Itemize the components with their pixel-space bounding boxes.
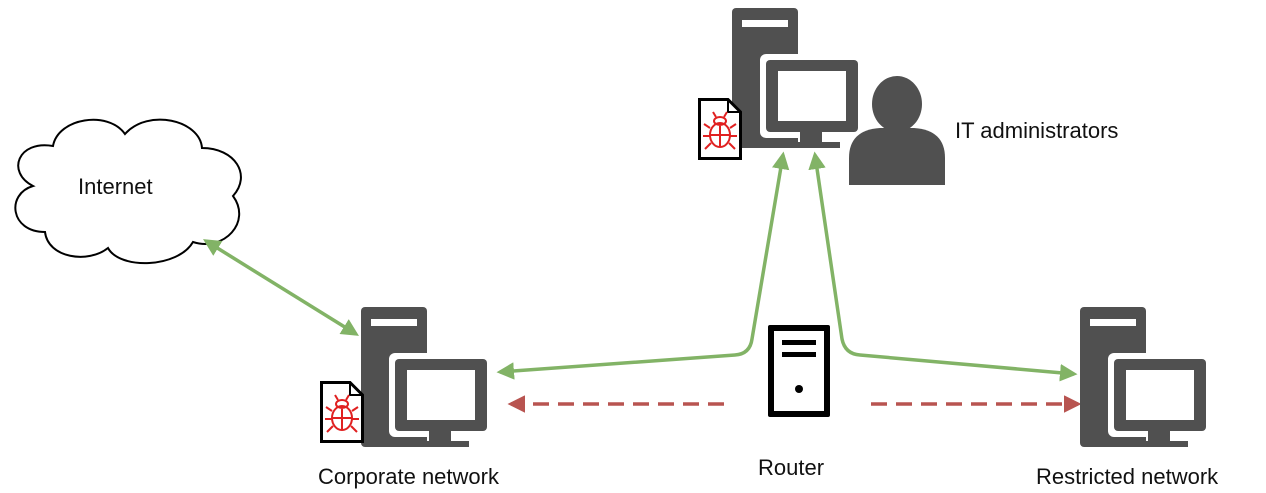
restricted-network-label: Restricted network (1036, 464, 1219, 489)
corporate-malware-file-icon (320, 381, 364, 443)
restricted-workstation-icon (1080, 307, 1212, 447)
corporate-workstation-icon (361, 307, 493, 447)
cloud-icon (14, 118, 242, 265)
it-malware-file-icon (698, 98, 742, 160)
corporate-network-label: Corporate network (318, 464, 499, 489)
it-administrators-label: IT administrators (955, 118, 1119, 143)
corporate-it-link (496, 151, 790, 380)
user-icon (849, 76, 945, 185)
it-workstation-icon (732, 8, 864, 148)
internet-label: Internet (78, 174, 153, 199)
router-icon (768, 325, 830, 417)
router-label: Router (758, 455, 825, 480)
it-restricted-link (808, 151, 1078, 382)
internet-corporate-link (203, 239, 359, 336)
